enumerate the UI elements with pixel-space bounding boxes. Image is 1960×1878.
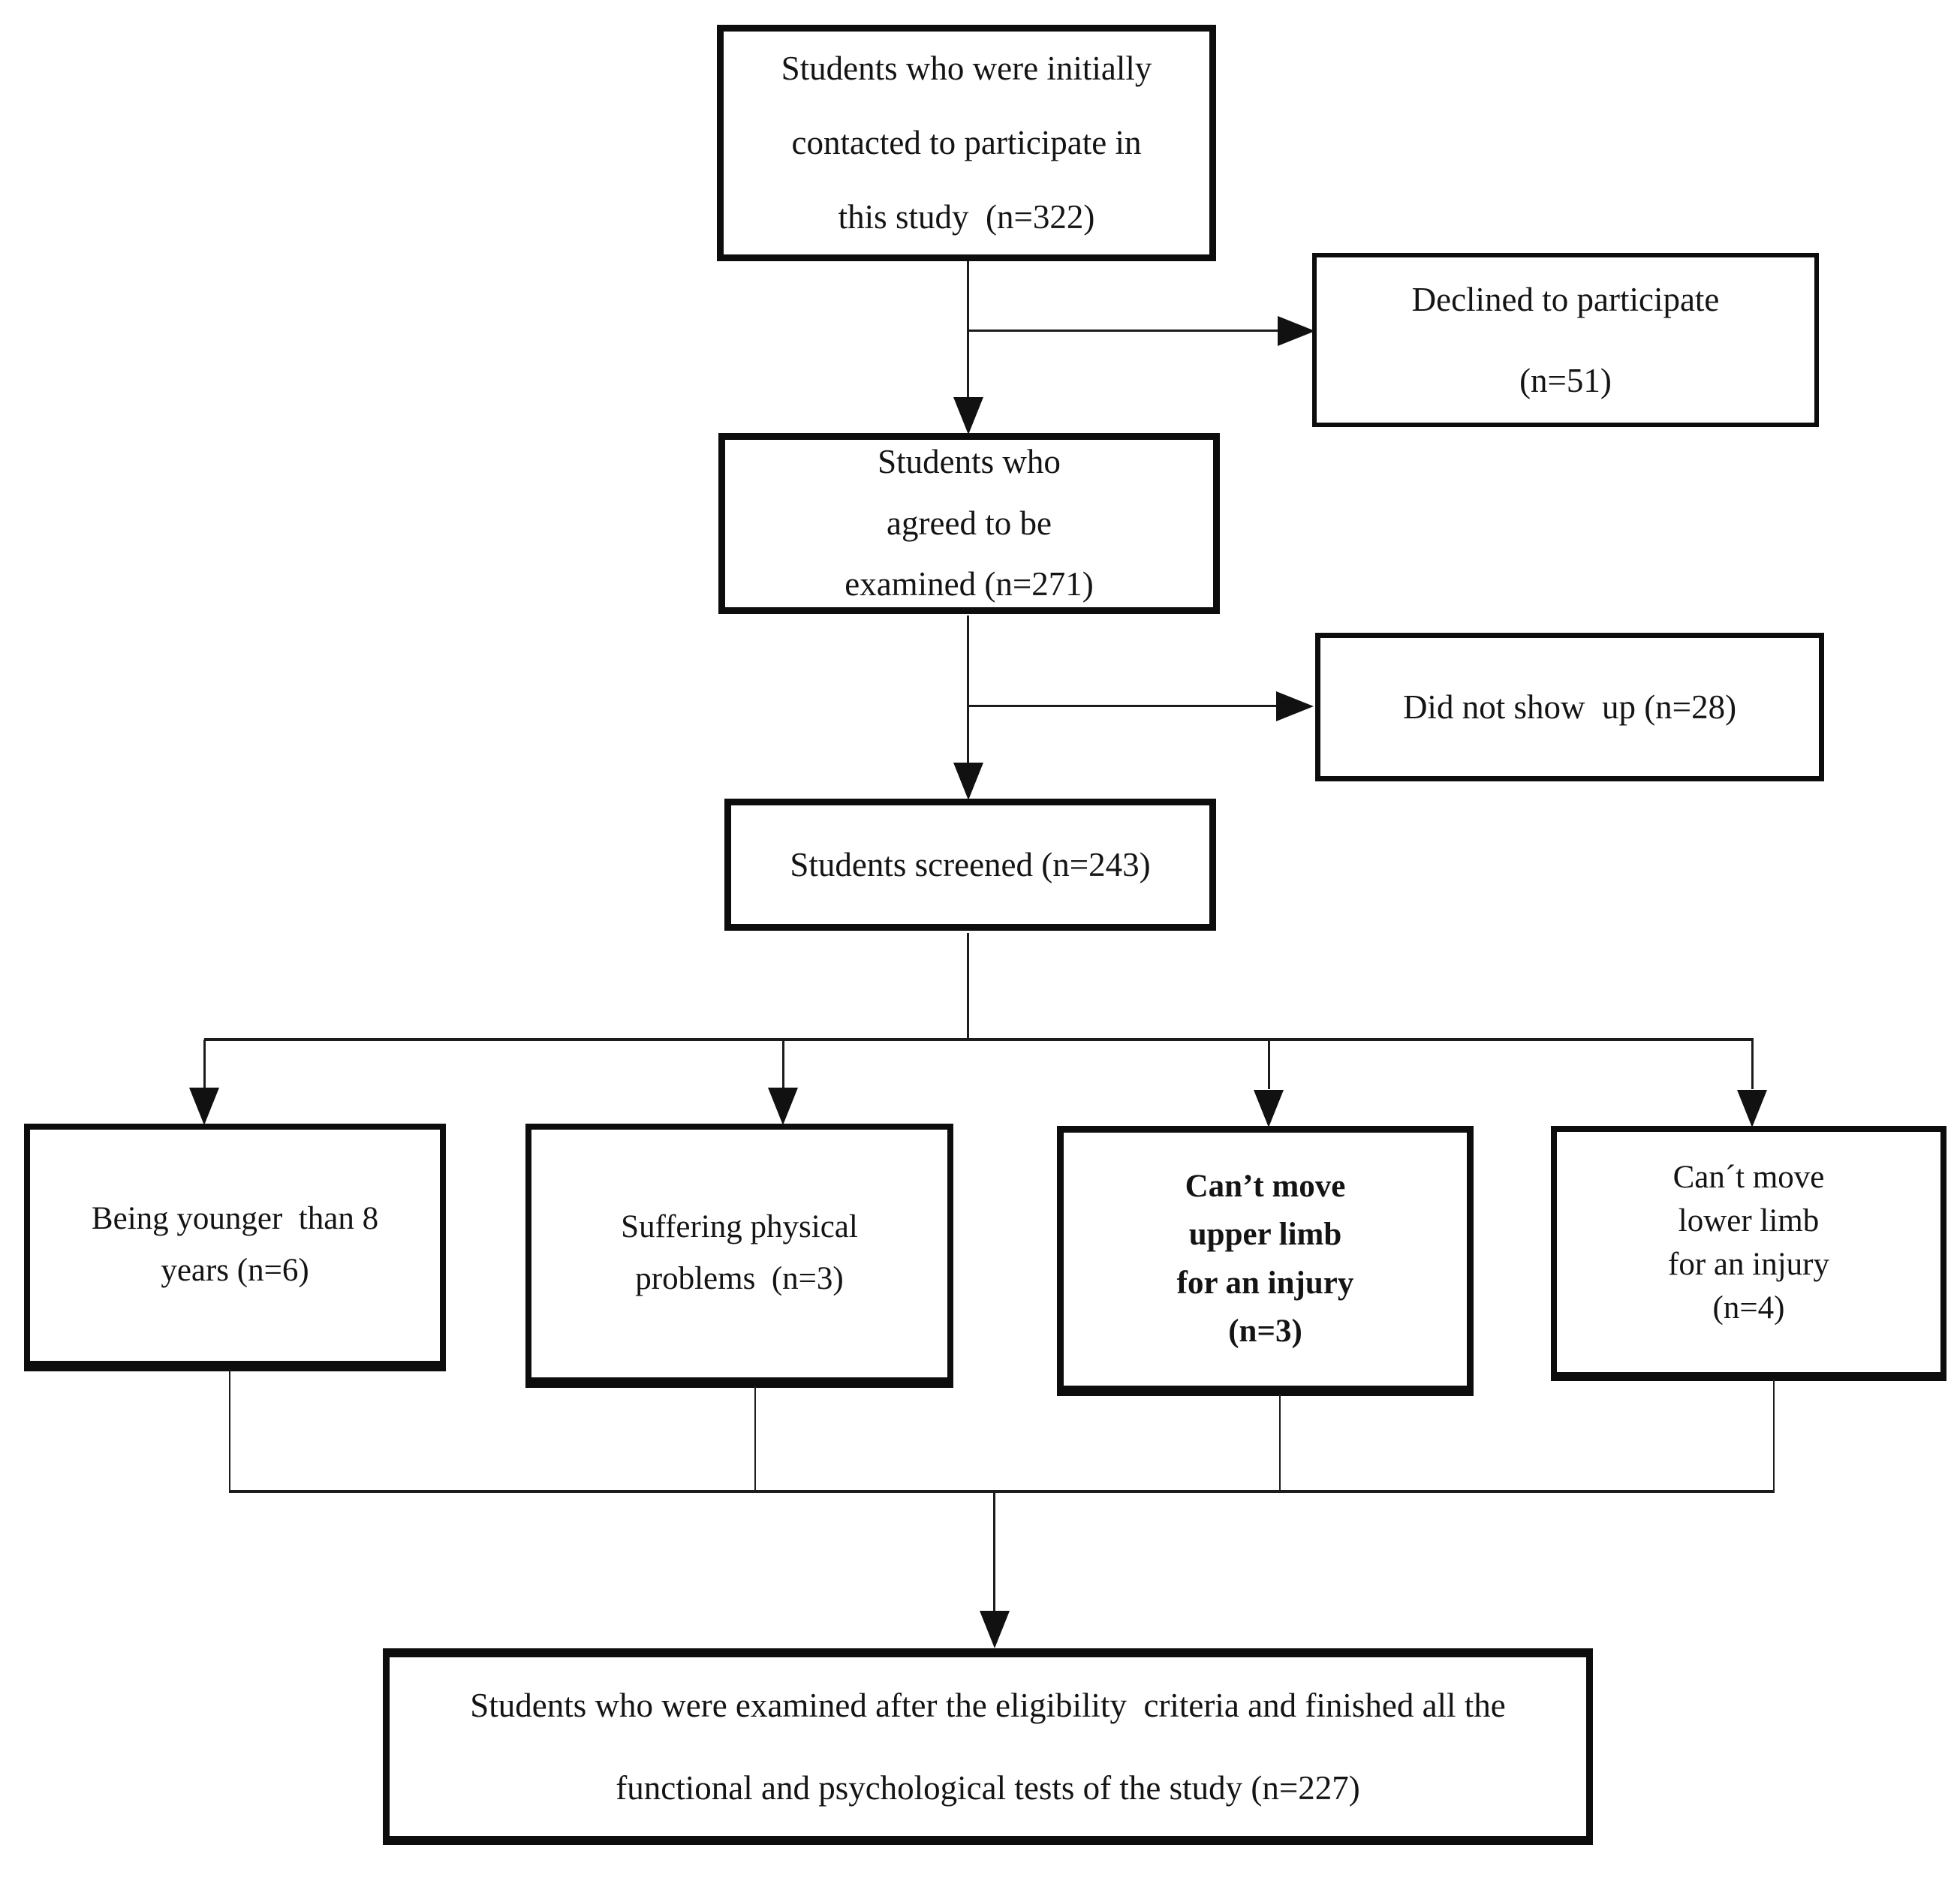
connector-completed-stem-line — [993, 1491, 995, 1612]
connector-agreed-screened-line — [967, 615, 969, 764]
node-text-line: functional and psychological tests of th… — [616, 1769, 1360, 1807]
connector-younger-down — [229, 1369, 230, 1491]
arrowhead-drop-physical — [768, 1088, 798, 1125]
node-younger: Being younger than 8 years (n=6) — [24, 1124, 446, 1371]
node-screened: Students screened (n=243) — [724, 799, 1216, 931]
node-completed: Students who were examined after the eli… — [383, 1648, 1593, 1845]
node-text-line: lower limb — [1678, 1203, 1820, 1239]
node-text-line: Suffering physical — [621, 1209, 858, 1245]
node-text-line: (n=51) — [1519, 362, 1612, 399]
connector-drop-upper-limb — [1268, 1040, 1270, 1089]
node-physical: Suffering physical problems (n=3) — [525, 1124, 953, 1388]
node-contacted: Students who were initially contacted to… — [717, 25, 1216, 261]
node-text-line: Students screened (n=243) — [790, 846, 1151, 883]
node-text-line: Did not show up (n=28) — [1402, 688, 1737, 726]
node-text-line: problems (n=3) — [635, 1261, 844, 1296]
connector-exclusion-bottom-rail — [229, 1490, 1775, 1493]
connector-physical-down — [754, 1386, 756, 1491]
arrowhead-drop-younger — [189, 1088, 219, 1125]
connector-drop-younger — [203, 1040, 206, 1089]
connector-drop-physical — [782, 1040, 784, 1089]
connector-drop-lower-limb — [1751, 1040, 1754, 1089]
node-text-line: Declined to participate — [1411, 281, 1720, 318]
connector-agreed-no-show-line — [968, 705, 1280, 707]
arrowhead-completed — [980, 1611, 1010, 1648]
node-declined: Declined to participate (n=51) — [1312, 253, 1819, 427]
node-text-line: upper limb — [1188, 1217, 1342, 1252]
node-text-line: Being younger than 8 — [91, 1201, 379, 1237]
node-text-line: contacted to participate in — [791, 124, 1142, 161]
node-text-line: Can’t move — [1185, 1168, 1346, 1204]
connector-lower-limb-down — [1773, 1379, 1775, 1491]
connector-exclusion-top-rail — [204, 1038, 1754, 1041]
node-text-line: Students who were examined after the eli… — [470, 1686, 1506, 1724]
connector-screened-stem-line — [967, 933, 969, 1040]
node-text-line: Students who — [878, 442, 1061, 480]
node-text-line: this study (n=322) — [838, 198, 1095, 236]
node-text-line: for an injury — [1668, 1247, 1829, 1283]
node-text-line: Students who were initially — [781, 50, 1152, 87]
node-upper-limb: Can’t move upper limb for an injury (n=3… — [1057, 1126, 1474, 1396]
arrowhead-drop-upper-limb — [1254, 1090, 1284, 1127]
node-text-line: (n=3) — [1228, 1314, 1302, 1349]
node-no-show: Did not show up (n=28) — [1315, 633, 1824, 781]
node-text-line: Can´t move — [1672, 1160, 1825, 1195]
node-text-line: examined (n=271) — [845, 565, 1094, 603]
arrowhead-agreed-screened — [953, 763, 983, 800]
node-agreed: Students who agreed to be examined (n=27… — [718, 433, 1220, 614]
node-text-line: agreed to be — [887, 504, 1052, 542]
arrowhead-drop-lower-limb — [1737, 1090, 1767, 1127]
node-lower-limb: Can´t move lower limb for an injury (n=4… — [1551, 1126, 1946, 1381]
connector-contacted-declined-line — [968, 330, 1282, 332]
node-text-line: for an injury — [1176, 1265, 1354, 1301]
arrowhead-contacted-agreed — [953, 397, 983, 435]
arrowhead-contacted-declined — [1278, 316, 1315, 346]
arrowhead-agreed-no-show — [1276, 691, 1314, 721]
connector-contacted-agreed-line — [967, 261, 969, 399]
connector-upper-limb-down — [1279, 1394, 1281, 1491]
node-text-line: (n=4) — [1712, 1290, 1785, 1326]
node-text-line: years (n=6) — [161, 1253, 309, 1288]
